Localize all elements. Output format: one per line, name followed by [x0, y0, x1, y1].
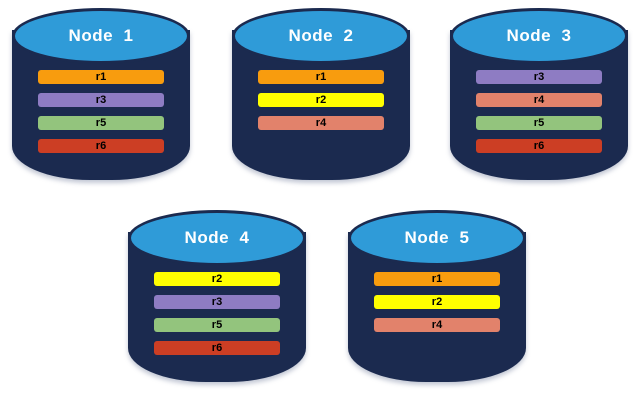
node-label: Node 2 [288, 26, 354, 45]
replica-list: r1 r2 r4 [374, 272, 500, 341]
replica-item[interactable]: r4 [476, 93, 602, 107]
node-label: Node 5 [404, 228, 470, 247]
replica-item[interactable]: r2 [154, 272, 280, 286]
replica-item[interactable]: r4 [374, 318, 500, 332]
replica-item[interactable]: r6 [38, 139, 164, 153]
replica-item[interactable]: r5 [476, 116, 602, 130]
replica-item[interactable]: r6 [476, 139, 602, 153]
cylinder-top-icon [450, 8, 628, 64]
database-node-4[interactable]: Node 4 r2 r3 r5 r6 [128, 210, 306, 390]
cylinder-top-icon [232, 8, 410, 64]
replica-item[interactable]: r3 [476, 70, 602, 84]
replica-item[interactable]: r1 [374, 272, 500, 286]
replica-item[interactable]: r1 [38, 70, 164, 84]
cylinder-top-icon [12, 8, 190, 64]
database-node-2[interactable]: Node 2 r1 r2 r4 [232, 8, 410, 188]
replica-list: r3 r4 r5 r6 [476, 70, 602, 162]
database-node-1[interactable]: Node 1 r1 r3 r5 r6 [12, 8, 190, 188]
replica-item[interactable]: r3 [154, 295, 280, 309]
node-label: Node 1 [68, 26, 134, 45]
replica-item[interactable]: r6 [154, 341, 280, 355]
replica-item[interactable]: r1 [258, 70, 384, 84]
replica-list: r2 r3 r5 r6 [154, 272, 280, 364]
database-node-3[interactable]: Node 3 r3 r4 r5 r6 [450, 8, 628, 188]
cylinder-top-icon [348, 210, 526, 266]
replica-list: r1 r2 r4 [258, 70, 384, 139]
replica-item[interactable]: r2 [258, 93, 384, 107]
node-label: Node 4 [184, 228, 250, 247]
replica-item[interactable]: r2 [374, 295, 500, 309]
replica-item[interactable]: r5 [154, 318, 280, 332]
node-label: Node 3 [506, 26, 572, 45]
replica-item[interactable]: r5 [38, 116, 164, 130]
replica-item[interactable]: r3 [38, 93, 164, 107]
cylinder-top-icon [128, 210, 306, 266]
replica-item[interactable]: r4 [258, 116, 384, 130]
replica-list: r1 r3 r5 r6 [38, 70, 164, 162]
database-node-5[interactable]: Node 5 r1 r2 r4 [348, 210, 526, 390]
